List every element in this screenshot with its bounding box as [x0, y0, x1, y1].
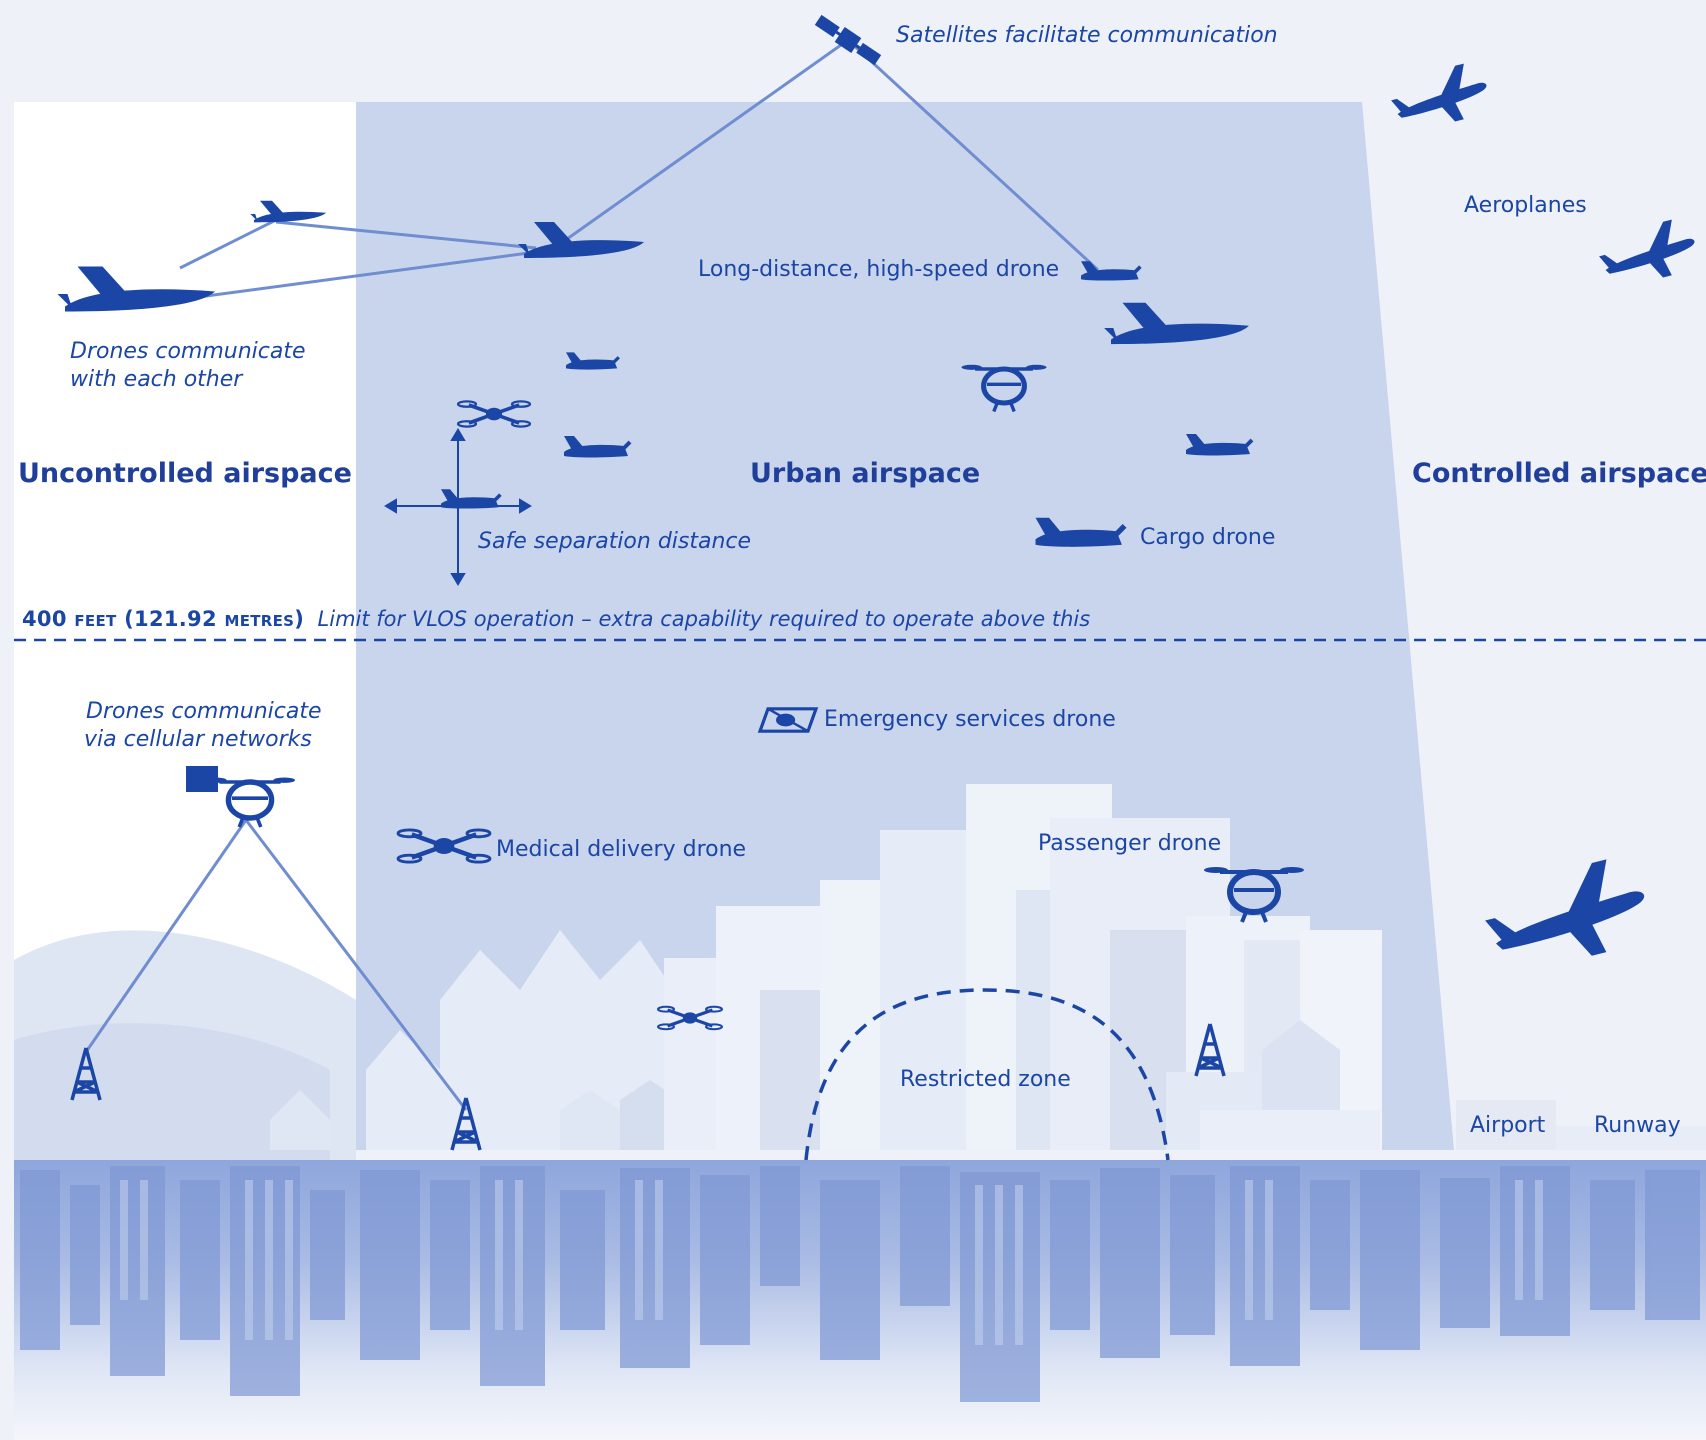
label-restricted-zone: Restricted zone: [900, 1067, 1071, 1092]
label-cellular-line1: Drones communicate: [86, 699, 322, 724]
town-buildings: [270, 784, 1382, 1150]
label-passenger-drone: Passenger drone: [1038, 831, 1222, 856]
airport-building: [1456, 1100, 1556, 1150]
emergency-services-drone-icon: [757, 707, 819, 733]
label-controlled-airspace: Controlled airspace: [1412, 458, 1706, 489]
label-runway: Runway: [1594, 1113, 1681, 1138]
satellite-icon: [814, 14, 882, 66]
label-limit-text: Limit for VLOS operation – extra capabil…: [317, 607, 1091, 631]
label-aeroplanes: Aeroplanes: [1464, 193, 1587, 218]
label-medical-drone: Medical delivery drone: [496, 837, 747, 862]
label-vlos-limit: 400 feet (121.92 metres) Limit for VLOS …: [22, 606, 1090, 632]
label-satellites: Satellites facilitate communication: [896, 23, 1278, 48]
restricted-zone-arc: [804, 988, 1170, 1161]
label-uncontrolled-airspace: Uncontrolled airspace: [18, 458, 352, 489]
label-urban-airspace: Urban airspace: [750, 458, 981, 489]
label-drones-communicate-line1: Drones communicate: [70, 339, 306, 364]
label-drones-communicate-line2: with each other: [70, 367, 243, 392]
label-safe-separation: Safe separation distance: [478, 529, 752, 554]
label-airport: Airport: [1470, 1113, 1546, 1138]
label-limit-height: 400 feet (121.92 metres): [22, 607, 305, 631]
label-cargo-drone: Cargo drone: [1140, 525, 1276, 550]
label-emergency-drone: Emergency services drone: [824, 707, 1116, 732]
city-windows: [120, 1180, 1543, 1345]
label-long-distance-drone: Long-distance, high-speed drone: [698, 257, 1060, 282]
runway-strip: [1556, 1126, 1706, 1150]
cellular-links: [84, 819, 468, 1111]
drone-links: [175, 218, 537, 302]
satellite-links: [559, 38, 1100, 272]
label-cellular-line2: via cellular networks: [84, 727, 312, 752]
cargo-box-icon: [186, 766, 218, 792]
